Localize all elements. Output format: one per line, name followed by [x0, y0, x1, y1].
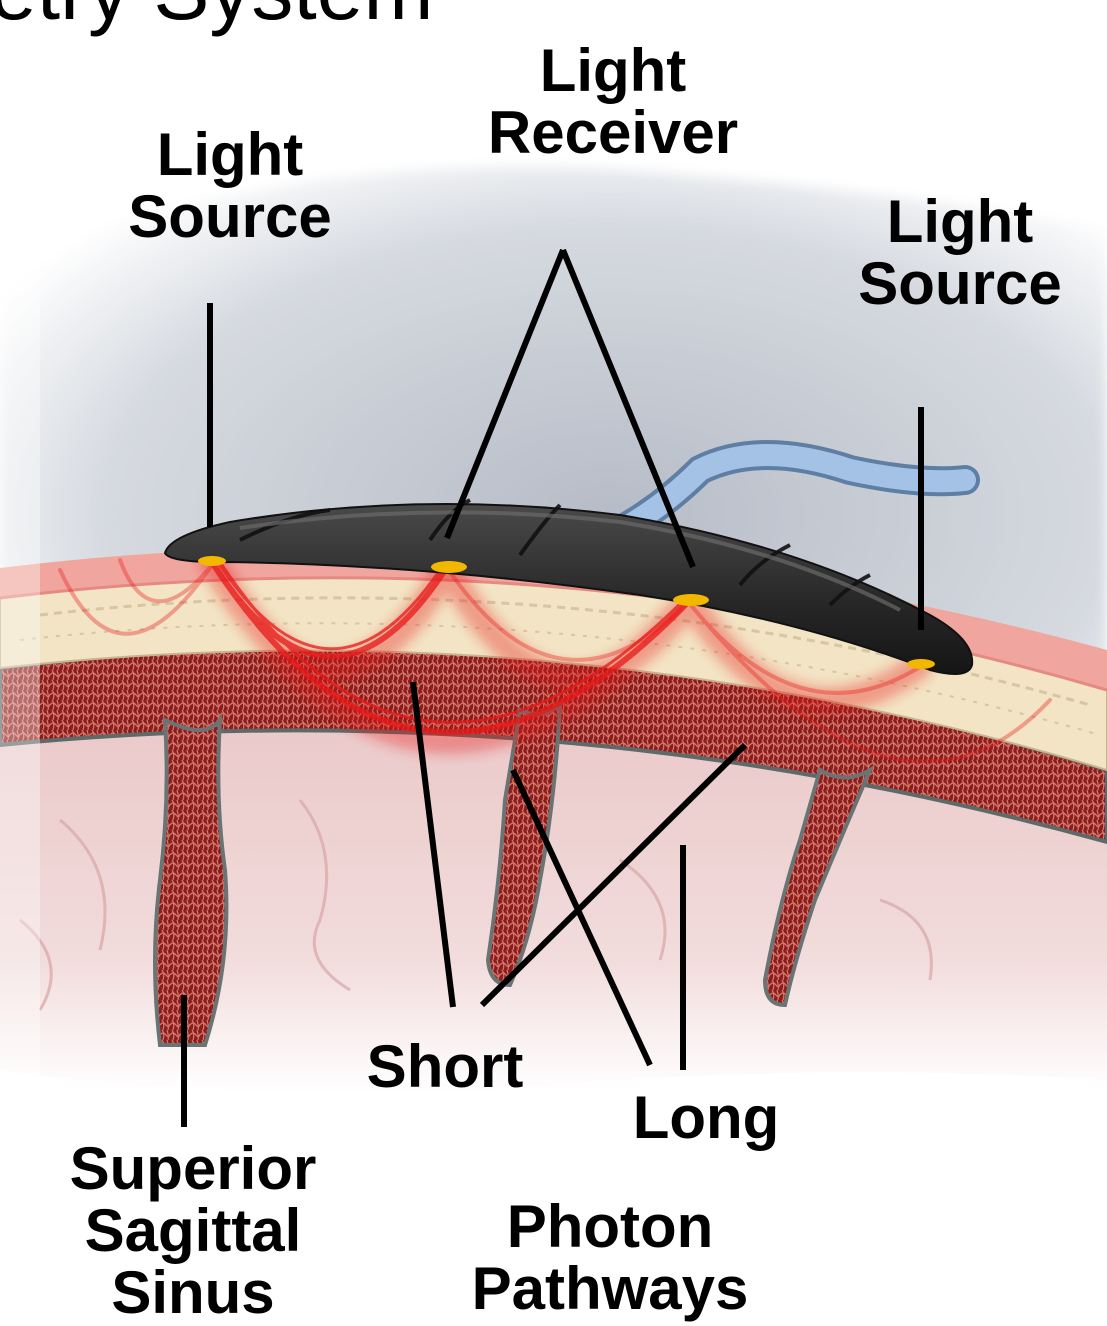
label-light-source-right: Light Source	[830, 191, 1090, 315]
label-light-receiver-line1: Light	[463, 40, 763, 102]
page-title: etry System	[0, 0, 433, 38]
label-light-source-right-line1: Light	[830, 191, 1090, 253]
light-source-left-emitter	[198, 556, 226, 566]
label-photon-pathways: Photon Pathways	[460, 1196, 760, 1320]
label-light-source-left-line2: Source	[100, 186, 360, 248]
label-long: Long	[606, 1087, 806, 1149]
label-sinus-line3: Sinus	[43, 1262, 343, 1324]
label-superior-sagittal-sinus: Superior Sagittal Sinus	[43, 1138, 343, 1324]
label-sinus-line1: Superior	[43, 1138, 343, 1200]
label-light-receiver: Light Receiver	[463, 40, 763, 164]
label-short: Short	[345, 1036, 545, 1098]
label-sinus-line2: Sagittal	[43, 1200, 343, 1262]
label-photon-pathways-line2: Pathways	[460, 1258, 760, 1320]
light-receiver-detector-2	[673, 594, 709, 606]
label-light-source-left-line1: Light	[100, 124, 360, 186]
edge-fade-left	[0, 0, 40, 1322]
label-light-source-left: Light Source	[100, 124, 360, 248]
superior-sagittal-sinus	[155, 720, 226, 1045]
label-light-receiver-line2: Receiver	[463, 102, 763, 164]
light-receiver-detector-1	[431, 561, 467, 573]
light-source-right-emitter	[907, 659, 935, 669]
label-light-source-right-line2: Source	[830, 253, 1090, 315]
label-photon-pathways-line1: Photon	[460, 1196, 760, 1258]
